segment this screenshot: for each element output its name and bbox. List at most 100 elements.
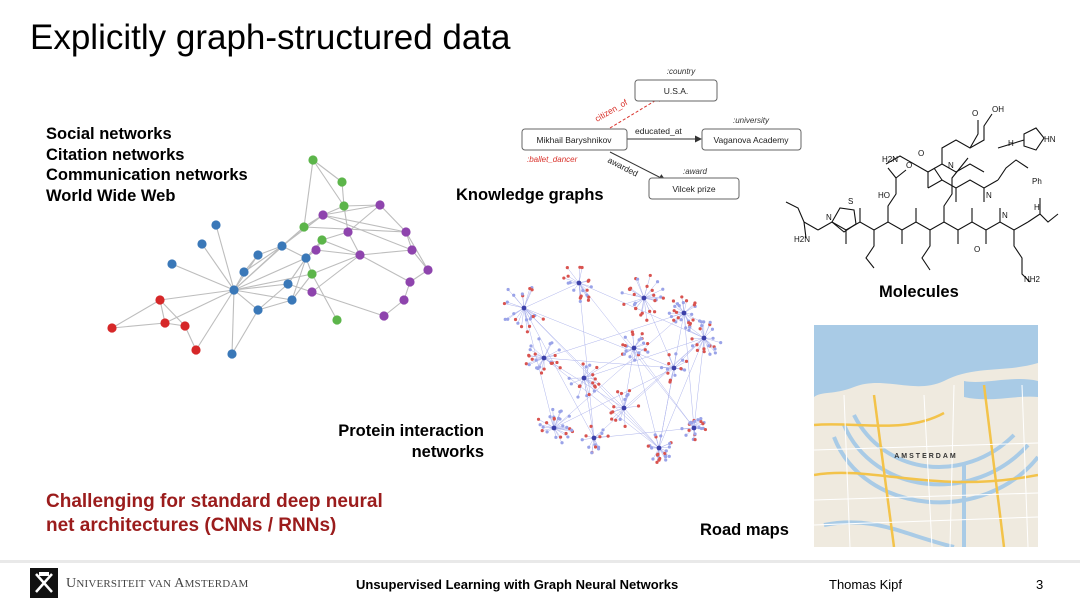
protein-node bbox=[667, 311, 671, 315]
protein-edge bbox=[623, 297, 645, 305]
protein-node bbox=[687, 428, 691, 432]
protein-edge bbox=[591, 437, 595, 453]
protein-node bbox=[587, 445, 591, 449]
graph-edge bbox=[215, 224, 235, 291]
protein-edge bbox=[543, 349, 560, 359]
protein-node bbox=[579, 294, 583, 298]
svg-text:N: N bbox=[948, 161, 954, 170]
footer-divider bbox=[0, 560, 1080, 563]
protein-node bbox=[637, 351, 641, 355]
svg-text:O: O bbox=[906, 161, 912, 170]
protein-edge bbox=[578, 267, 583, 284]
graph-node bbox=[379, 311, 389, 321]
graph-edge bbox=[303, 226, 407, 233]
protein-node bbox=[597, 382, 601, 386]
protein-edge bbox=[523, 307, 625, 409]
protein-node bbox=[699, 419, 703, 424]
protein-node bbox=[673, 373, 677, 377]
amsterdam-road-map: AMSTERDAM bbox=[814, 325, 1038, 547]
graph-node bbox=[301, 253, 311, 263]
graph-edge bbox=[291, 273, 313, 301]
protein-node bbox=[640, 332, 644, 336]
protein-node bbox=[503, 317, 507, 321]
protein-node bbox=[700, 323, 704, 328]
protein-node bbox=[540, 429, 544, 433]
protein-node bbox=[593, 377, 597, 381]
graph-node bbox=[337, 177, 347, 187]
protein-node bbox=[635, 277, 640, 281]
protein-node bbox=[652, 293, 656, 297]
page-number: 3 bbox=[1036, 577, 1044, 592]
protein-node bbox=[527, 324, 532, 328]
svg-text:H: H bbox=[1008, 139, 1014, 148]
protein-node bbox=[648, 273, 652, 278]
protein-edge bbox=[538, 338, 545, 359]
protein-node bbox=[525, 330, 530, 334]
protein-node bbox=[699, 426, 704, 431]
protein-edge bbox=[642, 297, 645, 314]
protein-node bbox=[667, 361, 671, 366]
protein-edge bbox=[553, 367, 675, 429]
protein-node bbox=[679, 318, 683, 322]
graph-edge bbox=[291, 257, 307, 301]
protein-node bbox=[684, 359, 689, 363]
graph-node bbox=[407, 245, 417, 255]
protein-node bbox=[524, 362, 528, 366]
protein-node bbox=[529, 344, 533, 348]
graph-node bbox=[399, 295, 409, 305]
protein-node bbox=[564, 431, 568, 436]
protein-node bbox=[711, 336, 715, 340]
protein-node bbox=[688, 321, 692, 326]
protein-edge bbox=[617, 391, 625, 409]
protein-edge bbox=[633, 347, 660, 449]
protein-node bbox=[502, 301, 507, 306]
protein-node bbox=[612, 405, 616, 409]
protein-node bbox=[673, 304, 677, 308]
graph-node bbox=[307, 269, 317, 279]
protein-node bbox=[667, 353, 671, 357]
protein-edge bbox=[683, 312, 700, 322]
protein-edge bbox=[507, 301, 525, 309]
graph-edge bbox=[171, 263, 235, 291]
graph-node bbox=[277, 241, 287, 251]
protein-node bbox=[545, 430, 549, 434]
protein-edge bbox=[523, 307, 595, 439]
graph-node bbox=[155, 295, 165, 305]
graph-node bbox=[405, 277, 415, 287]
protein-edge bbox=[553, 312, 685, 429]
protein-node bbox=[567, 376, 571, 380]
protein-node bbox=[622, 352, 626, 356]
graph-edge bbox=[233, 289, 293, 301]
protein-node bbox=[702, 350, 706, 354]
graph-node bbox=[253, 305, 263, 315]
protein-node bbox=[610, 417, 614, 421]
kg-award: Vilcek prize bbox=[672, 184, 716, 194]
protein-edge bbox=[593, 337, 705, 439]
protein-node bbox=[643, 348, 647, 352]
protein-node bbox=[538, 423, 542, 427]
protein-node bbox=[699, 417, 703, 421]
protein-node bbox=[527, 363, 531, 367]
protein-node bbox=[698, 327, 702, 331]
protein-hub bbox=[641, 295, 647, 301]
protein-node bbox=[708, 320, 712, 324]
graph-node bbox=[299, 222, 309, 232]
protein-node bbox=[661, 296, 665, 300]
graph-edge bbox=[343, 204, 381, 207]
kg-university: Vaganova Academy bbox=[714, 135, 790, 145]
protein-node bbox=[623, 335, 627, 339]
kg-country-type: :country bbox=[667, 67, 696, 76]
protein-node bbox=[713, 347, 717, 351]
protein-node bbox=[633, 358, 637, 362]
protein-edge bbox=[553, 415, 570, 429]
protein-node bbox=[541, 425, 545, 429]
protein-node bbox=[702, 347, 706, 351]
protein-edge bbox=[623, 407, 626, 427]
social-network-graph bbox=[107, 155, 433, 359]
graph-node bbox=[167, 259, 177, 269]
protein-node bbox=[640, 311, 644, 315]
protein-node bbox=[601, 428, 605, 432]
graph-node bbox=[253, 250, 263, 260]
graph-edge bbox=[312, 159, 343, 183]
protein-edge bbox=[688, 330, 705, 339]
